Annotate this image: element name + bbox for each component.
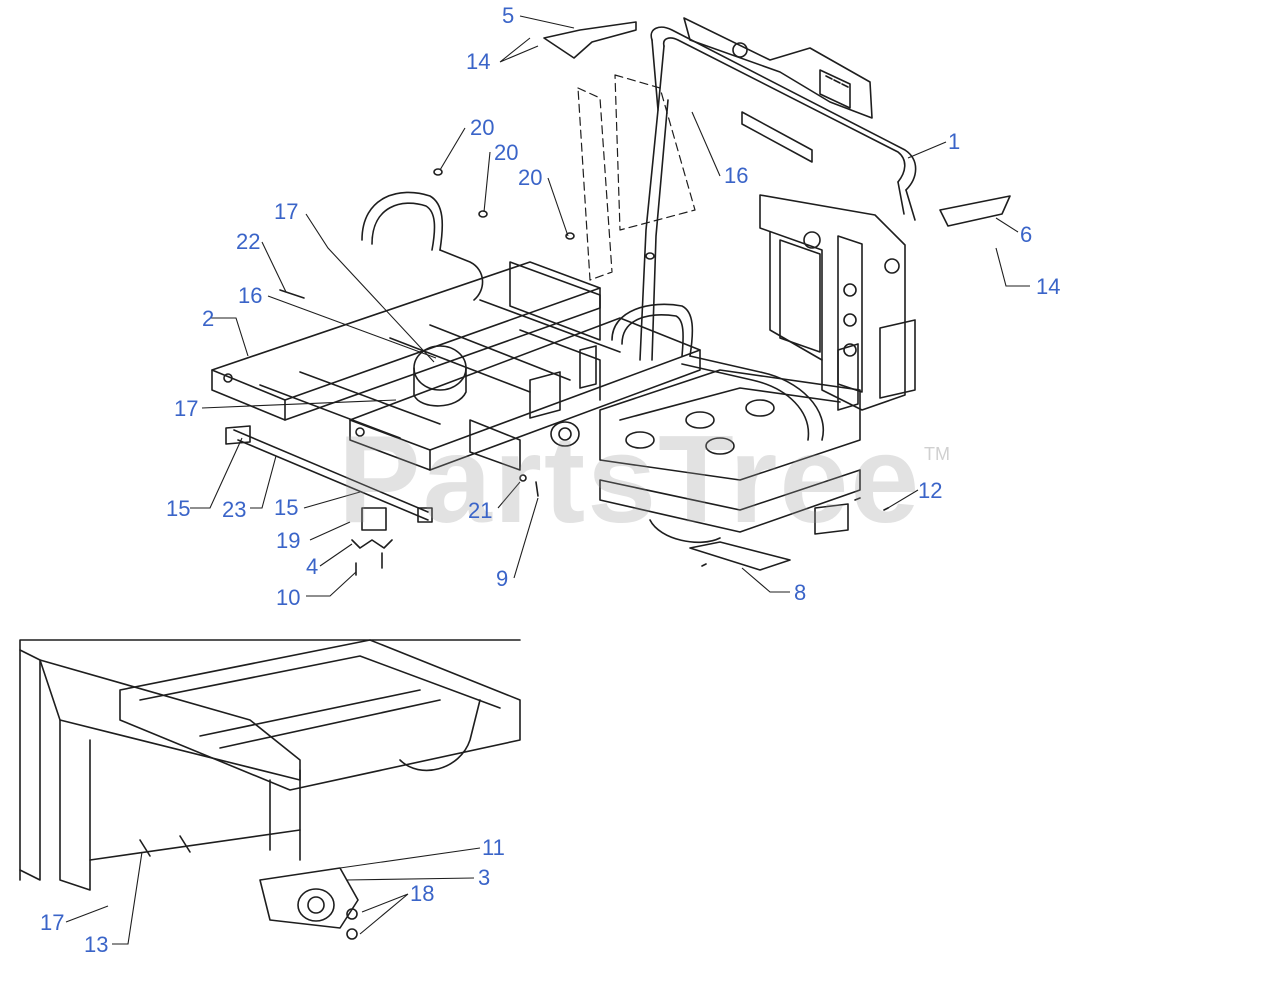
- detail-view: [19, 639, 521, 940]
- callout-label: 2: [202, 306, 215, 331]
- callout-label: 10: [276, 585, 301, 610]
- trademark-mark: TM: [924, 444, 950, 464]
- callout-label: 20: [470, 115, 495, 140]
- callout-label: 20: [494, 140, 519, 165]
- callout-label: 4: [306, 554, 319, 579]
- callout-label: 14: [1036, 274, 1061, 299]
- callout-label: 3: [478, 865, 491, 890]
- stabilizer-bar: [225, 425, 433, 576]
- floor-plate: [599, 369, 861, 571]
- callout-label: 16: [238, 283, 263, 308]
- main-frame: [211, 261, 701, 471]
- partstree-watermark: PartsTree: [338, 411, 922, 549]
- callout-label: 13: [84, 932, 109, 957]
- leader-lines: [65, 15, 1030, 945]
- callout-label: 14: [466, 49, 491, 74]
- callout-label: 15: [166, 496, 191, 521]
- callout-label: 23: [222, 497, 247, 522]
- callout-label: 11: [482, 835, 505, 860]
- callout-label: 19: [276, 528, 301, 553]
- rear-cage: [759, 194, 916, 411]
- callout-label: 22: [236, 229, 261, 254]
- callout-label: 5: [502, 3, 515, 28]
- roll-bar: [639, 17, 917, 361]
- callout-label: 17: [274, 199, 299, 224]
- callout-label: 17: [40, 910, 65, 935]
- callout-label: 18: [410, 881, 435, 906]
- callout-label: 20: [518, 165, 543, 190]
- callout-label: 17: [174, 396, 199, 421]
- callout-label: 15: [274, 495, 299, 520]
- callout-label: 12: [918, 478, 943, 503]
- callout-label: 21: [468, 498, 493, 523]
- back-panel: [577, 74, 696, 281]
- callout-label: 9: [496, 566, 509, 591]
- callout-label: 1: [948, 129, 961, 154]
- callout-label: 16: [724, 163, 749, 188]
- callout-label: 6: [1020, 222, 1033, 247]
- seat-frames: [361, 191, 825, 441]
- hardware: [279, 21, 1011, 567]
- callout-label: 8: [794, 580, 807, 605]
